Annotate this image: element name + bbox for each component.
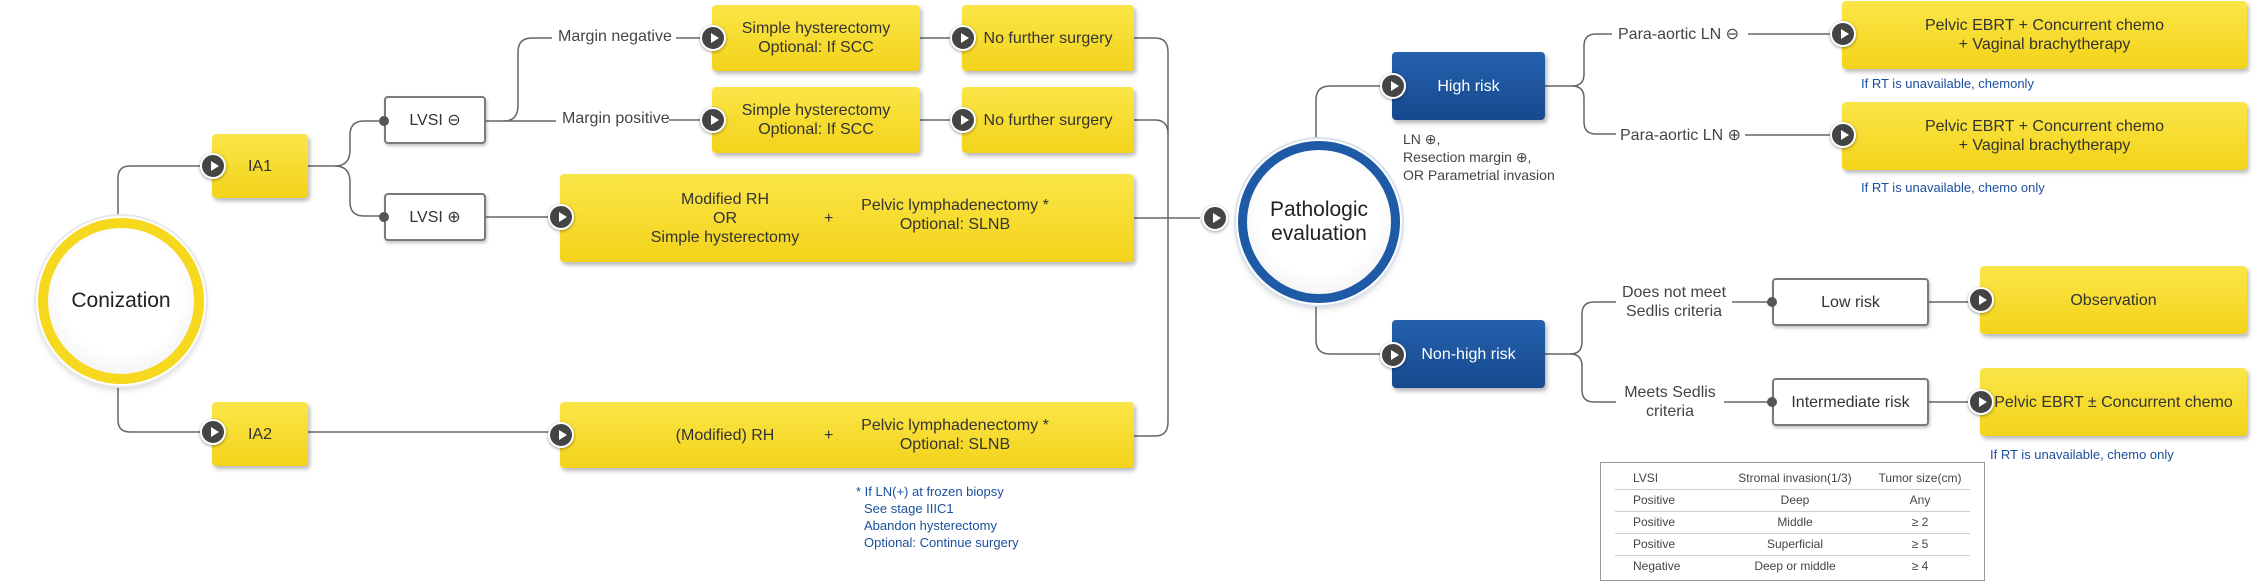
- low-risk-box: Low risk: [1772, 278, 1929, 326]
- table-header-row: LVSI Stromal invasion(1/3) Tumor size(cm…: [1615, 467, 1970, 490]
- margin-negative-label: Margin negative: [558, 28, 672, 45]
- conization-node: Conization: [38, 218, 204, 384]
- arrow-icon: [1380, 73, 1406, 99]
- high-risk-label: High risk: [1437, 77, 1500, 95]
- non-high-risk-label: Non-high risk: [1421, 345, 1516, 363]
- table-header: Tumor size(cm): [1878, 471, 1962, 485]
- connector-dot: [379, 116, 389, 126]
- arrow-icon: [950, 107, 976, 133]
- connector-dot: [1767, 397, 1777, 407]
- ia2-rh-lymphadenectomy-box: (Modified) RH + Pelvic lymphadenectomy *…: [560, 402, 1134, 468]
- simple-hysterectomy-label: Simple hysterectomy Optional: If SCC: [741, 20, 891, 56]
- no-further-surgery-box: No further surgery: [962, 5, 1134, 71]
- lvsi-negative-label: LVSI ⊖: [409, 111, 461, 129]
- ia1-label: IA1: [247, 157, 272, 175]
- arrow-icon: [1968, 389, 1994, 415]
- ebrt-brachytherapy-label: Pelvic EBRT + Concurrent chemo + Vaginal…: [1924, 118, 2165, 154]
- non-high-risk-box: Non-high risk: [1392, 320, 1545, 388]
- arrow-icon: [1380, 342, 1406, 368]
- arrow-icon: [1830, 122, 1856, 148]
- simple-hysterectomy-box: Simple hysterectomy Optional: If SCC: [712, 5, 920, 71]
- ia2-rh-label: (Modified) RH: [675, 426, 775, 444]
- lvsi-positive-label: LVSI ⊕: [409, 208, 461, 226]
- low-risk-label: Low risk: [1821, 293, 1880, 311]
- pathologic-evaluation-node: Pathologic evaluation: [1238, 141, 1400, 303]
- observation-box: Observation: [1980, 266, 2247, 334]
- modified-rh-lymphadenectomy-box: Modified RH OR Simple hysterectomy + Pel…: [560, 174, 1134, 262]
- arrow-icon: [200, 419, 226, 445]
- ebrt-brachytherapy-label: Pelvic EBRT + Concurrent chemo + Vaginal…: [1924, 17, 2165, 53]
- lvsi-positive-box: LVSI ⊕: [384, 193, 486, 241]
- margin-positive-label: Margin positive: [562, 110, 670, 127]
- arrow-icon: [950, 25, 976, 51]
- arrow-icon: [200, 153, 226, 179]
- no-further-surgery-label: No further surgery: [983, 111, 1113, 129]
- intermediate-risk-box: Intermediate risk: [1772, 378, 1929, 426]
- ebrt-brachytherapy-box: Pelvic EBRT + Concurrent chemo + Vaginal…: [1842, 1, 2247, 69]
- rt-unavailable-note: If RT is unavailable, chemo only: [1990, 447, 2174, 462]
- table-header: Stromal invasion(1/3): [1738, 471, 1852, 485]
- sedlis-criteria-table: LVSI Stromal invasion(1/3) Tumor size(cm…: [1600, 462, 1985, 581]
- ebrt-brachytherapy-box: Pelvic EBRT + Concurrent chemo + Vaginal…: [1842, 102, 2247, 170]
- meets-sedlis-label: Meets Sedlis criteria: [1624, 384, 1716, 420]
- arrow-icon: [700, 25, 726, 51]
- simple-hysterectomy-label: Simple hysterectomy Optional: If SCC: [741, 102, 891, 138]
- ia2-box: IA2: [212, 402, 308, 466]
- plus-sign: +: [824, 209, 834, 227]
- table-header: LVSI: [1633, 471, 1659, 485]
- conization-label: Conization: [71, 289, 171, 312]
- high-risk-box: High risk: [1392, 52, 1545, 120]
- ebrt-chemo-box: Pelvic EBRT ± Concurrent chemo: [1980, 368, 2247, 436]
- arrow-icon: [548, 422, 574, 448]
- ia2-label: IA2: [247, 425, 272, 443]
- connector-dot: [379, 212, 389, 222]
- modified-rh-label: Modified RH OR Simple hysterectomy: [650, 190, 800, 246]
- paraaortic-negative-label: Para-aortic LN ⊖: [1618, 26, 1739, 43]
- frozen-biopsy-note: * If LN(+) at frozen biopsy See stage II…: [856, 484, 1019, 550]
- ebrt-chemo-label: Pelvic EBRT ± Concurrent chemo: [1994, 393, 2233, 411]
- pathologic-evaluation-label: Pathologic evaluation: [1269, 198, 1369, 245]
- rt-unavailable-note: If RT is unavailable, chemonly: [1861, 76, 2034, 91]
- arrow-icon: [1202, 205, 1228, 231]
- simple-hysterectomy-box: Simple hysterectomy Optional: If SCC: [712, 87, 920, 153]
- not-sedlis-label: Does not meet Sedlis criteria: [1621, 284, 1727, 320]
- pelvic-lymphadenectomy-label: Pelvic lymphadenectomy * Optional: SLNB: [861, 197, 1049, 233]
- rt-unavailable-note: If RT is unavailable, chemo only: [1861, 180, 2045, 195]
- arrow-icon: [700, 107, 726, 133]
- connector-dot: [1767, 297, 1777, 307]
- intermediate-risk-label: Intermediate risk: [1791, 393, 1910, 411]
- arrow-icon: [1830, 21, 1856, 47]
- arrow-icon: [1968, 287, 1994, 313]
- plus-sign: +: [824, 426, 834, 444]
- table-row: Negative Deep or middle ≥ 4: [1633, 559, 1929, 573]
- observation-label: Observation: [2070, 291, 2157, 309]
- table-row: Positive Deep Any: [1615, 489, 1970, 512]
- ia1-box: IA1: [212, 134, 308, 198]
- no-further-surgery-label: No further surgery: [983, 29, 1113, 47]
- table-row: Positive Middle ≥ 2: [1615, 511, 1970, 534]
- pelvic-lymphadenectomy-label: Pelvic lymphadenectomy * Optional: SLNB: [861, 417, 1049, 453]
- paraaortic-positive-label: Para-aortic LN ⊕: [1620, 127, 1741, 144]
- no-further-surgery-box: No further surgery: [962, 87, 1134, 153]
- table-row: Positive Superficial ≥ 5: [1615, 533, 1970, 556]
- arrow-icon: [548, 204, 574, 230]
- lvsi-negative-box: LVSI ⊖: [384, 96, 486, 144]
- high-risk-criteria: LN ⊕, Resection margin ⊕, OR Parametrial…: [1403, 131, 1555, 183]
